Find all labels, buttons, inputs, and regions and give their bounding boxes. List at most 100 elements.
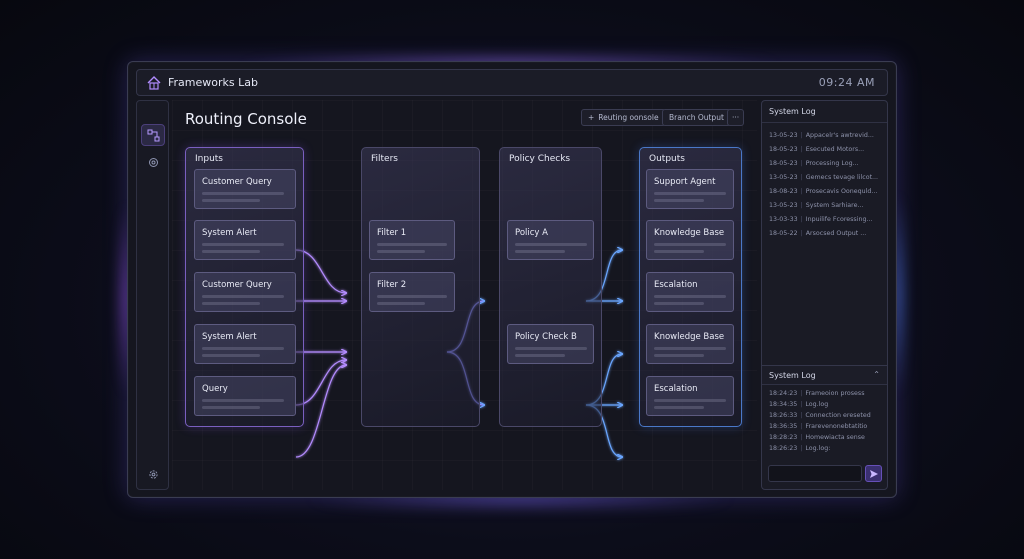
log-row: 18:34:35|Log.log <box>769 401 829 408</box>
gear-icon[interactable] <box>141 463 165 485</box>
placeholder-line <box>202 347 284 350</box>
output-card[interactable]: Escalation <box>646 376 734 416</box>
card-label: Escalation <box>654 280 698 290</box>
output-card[interactable]: Knowledge Base <box>646 324 734 364</box>
system-log-title: System Log <box>762 101 887 123</box>
input-card[interactable]: Customer Query <box>194 272 296 312</box>
log-row: 13-05-23|Gemecs tevage lilcot... <box>769 174 879 181</box>
card-label: Customer Query <box>202 280 272 290</box>
placeholder-line <box>202 354 260 357</box>
log-row: 18-05-23|Processing Log... <box>769 160 859 167</box>
routing-console-button[interactable]: + Reuting oonsole <box>581 109 666 126</box>
input-card[interactable]: System Alert <box>194 220 296 260</box>
outputs-column: Outputs Support Agent Knowledge Base Esc… <box>639 147 742 427</box>
log-row: 18-05-23|Esecuted Motors... <box>769 146 865 153</box>
input-card[interactable]: Query <box>194 376 296 416</box>
input-card[interactable]: Customer Query <box>194 169 296 209</box>
plus-icon: + <box>588 113 595 122</box>
placeholder-line <box>202 192 284 195</box>
column-title: Filters <box>371 154 398 164</box>
placeholder-line <box>202 250 260 253</box>
card-label: Knowledge Base <box>654 332 725 342</box>
placeholder-line <box>515 243 587 246</box>
card-label: Policy Check B <box>515 332 577 342</box>
card-label: Policy A <box>515 228 548 238</box>
clock: 09:24 AM <box>818 76 875 89</box>
log-message-input[interactable] <box>768 465 862 482</box>
filter-card[interactable]: Filter 1 <box>369 220 455 260</box>
card-label: System Alert <box>202 332 257 342</box>
column-title: Inputs <box>195 154 223 164</box>
placeholder-line <box>654 199 704 202</box>
home-network-icon <box>147 76 161 90</box>
placeholder-line <box>377 250 425 253</box>
inputs-column: Inputs Customer Query System Alert Custo… <box>185 147 304 427</box>
card-label: Support Agent <box>654 177 716 187</box>
log-row: 13-05-23|Appacelr's awtrevid... <box>769 132 874 139</box>
link-input5-filter2 <box>295 365 346 458</box>
app-window: Frameworks Lab 09:24 AM Routing Console … <box>127 61 897 498</box>
policy-checks-column: Policy Checks Policy A Policy Check B <box>499 147 602 427</box>
policy-card[interactable]: Policy Check B <box>507 324 594 364</box>
system-log-panel: System Log 13-05-23|Appacelr's awtrevid.… <box>761 100 888 490</box>
output-card[interactable]: Escalation <box>646 272 734 312</box>
placeholder-line <box>515 250 565 253</box>
card-label: Knowledge Base <box>654 228 725 238</box>
filters-column: Filters Filter 1 Filter 2 <box>361 147 480 427</box>
policy-card[interactable]: Policy A <box>507 220 594 260</box>
output-card[interactable]: Support Agent <box>646 169 734 209</box>
log-row: 13-03-33|Inpuilife Fcoressing... <box>769 216 873 223</box>
column-title: Outputs <box>649 154 685 164</box>
log-row: 18:24:23|Frameoion prosess <box>769 390 865 397</box>
column-title: Policy Checks <box>509 154 571 164</box>
log-row: 18:28:23|Homewiacta sense <box>769 434 865 441</box>
placeholder-line <box>515 347 587 350</box>
log-row: 18:36:35|Frarevenonebtatitio <box>769 423 868 430</box>
placeholder-line <box>654 295 726 298</box>
log-row: 18-08-23|Prosecavis Oonequld... <box>769 188 878 195</box>
output-card[interactable]: Knowledge Base <box>646 220 734 260</box>
placeholder-line <box>654 399 726 402</box>
input-card[interactable]: System Alert <box>194 324 296 364</box>
placeholder-line <box>654 347 726 350</box>
placeholder-line <box>654 354 704 357</box>
placeholder-line <box>202 199 260 202</box>
placeholder-line <box>654 192 726 195</box>
placeholder-line <box>377 243 447 246</box>
log-row: 18:26:33|Connection ereseted <box>769 412 871 419</box>
card-label: System Alert <box>202 228 257 238</box>
placeholder-line <box>377 295 447 298</box>
card-label: Filter 2 <box>377 280 407 290</box>
placeholder-line <box>202 399 284 402</box>
placeholder-line <box>202 302 260 305</box>
app-title: Frameworks Lab <box>168 76 258 89</box>
placeholder-line <box>515 354 565 357</box>
system-log-2-title: System Log <box>769 371 816 380</box>
log-row: 13-05-23|System Sarhiare... <box>769 202 864 209</box>
page-title: Routing Console <box>185 110 307 128</box>
card-label: Customer Query <box>202 177 272 187</box>
placeholder-line <box>202 243 284 246</box>
send-icon[interactable] <box>865 465 882 482</box>
settings-circle-icon[interactable] <box>141 151 165 173</box>
placeholder-line <box>654 243 726 246</box>
card-label: Query <box>202 384 228 394</box>
card-label: Filter 1 <box>377 228 407 238</box>
more-options-button[interactable]: ··· <box>727 109 745 126</box>
placeholder-line <box>654 406 704 409</box>
system-log-2-header[interactable]: System Log ⌃ <box>762 365 887 385</box>
filter-card[interactable]: Filter 2 <box>369 272 455 312</box>
log-row: 18:26:23|Log.log: <box>769 445 831 452</box>
placeholder-line <box>654 302 704 305</box>
placeholder-line <box>202 406 260 409</box>
title-bar: Frameworks Lab 09:24 AM <box>136 69 888 96</box>
card-label: Escalation <box>654 384 698 394</box>
routing-canvas: Routing Console + Reuting oonsole Branch… <box>172 100 757 490</box>
workflow-icon[interactable] <box>141 124 165 146</box>
placeholder-line <box>654 250 704 253</box>
routing-console-label: Reuting oonsole <box>598 113 659 122</box>
log-row: 18-05-22|Arsocsed Output ... <box>769 230 867 237</box>
chevron-up-icon[interactable]: ⌃ <box>873 370 880 379</box>
placeholder-line <box>202 295 284 298</box>
placeholder-line <box>377 302 425 305</box>
